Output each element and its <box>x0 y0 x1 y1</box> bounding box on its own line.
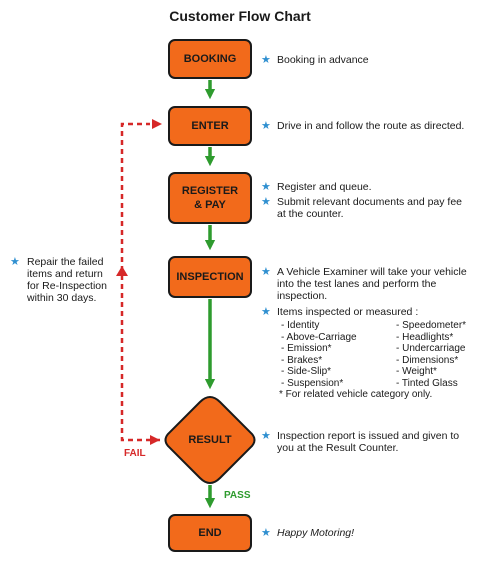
list-item: - Side-Slip* <box>281 366 332 377</box>
fail-arrow-up <box>116 266 128 276</box>
star-icon: ★ <box>261 181 271 193</box>
star-icon: ★ <box>261 196 271 208</box>
register-label-line2: & PAY <box>194 199 226 211</box>
result-diamond <box>164 395 256 485</box>
inspected-items-left: - Identity - Above-Carriage - Emission* … <box>281 320 357 389</box>
list-item: - Undercarriage <box>396 343 466 354</box>
booking-label: BOOKING <box>183 53 237 65</box>
list-item: - Identity <box>281 320 320 331</box>
footnote: * For related vehicle category only. <box>279 389 433 400</box>
register-box <box>168 172 252 224</box>
inspection-note-1a: A Vehicle Examiner will take your vehicl… <box>277 266 467 278</box>
star-icon: ★ <box>261 306 271 318</box>
page-title: Customer Flow Chart <box>169 8 311 24</box>
list-item: - Emission* <box>281 343 332 354</box>
list-item: - Weight* <box>396 366 437 377</box>
register-note-1: Register and queue. <box>277 181 372 193</box>
star-icon: ★ <box>261 54 271 66</box>
star-icon: ★ <box>261 120 271 132</box>
result-label: RESULT <box>188 434 232 446</box>
fail-label: FAIL <box>124 448 146 459</box>
inspection-note-2: Items inspected or measured : <box>277 306 419 318</box>
end-box <box>168 514 252 552</box>
repair-note-b: items and return <box>27 268 103 280</box>
enter-label: ENTER <box>191 120 229 132</box>
list-item: - Suspension* <box>281 377 344 389</box>
inspected-items-right: - Speedometer* - Headlights* - Undercarr… <box>396 320 466 389</box>
repair-note-d: within 30 days. <box>27 292 97 304</box>
list-item: - Above-Carriage <box>281 331 357 343</box>
pass-label: PASS <box>224 490 251 501</box>
list-item: - Tinted Glass <box>396 377 458 389</box>
enter-box <box>168 106 252 146</box>
star-icon: ★ <box>261 430 271 442</box>
booking-box <box>168 39 252 79</box>
booking-note: Booking in advance <box>277 54 369 66</box>
result-note-a: Inspection report is issued and given to <box>277 430 460 442</box>
end-note: Happy Motoring! <box>277 527 355 539</box>
fail-loop-line <box>120 122 160 442</box>
list-item: - Dimensions* <box>396 354 459 366</box>
end-label: END <box>198 527 222 539</box>
list-item: - Speedometer* <box>396 320 467 331</box>
list-item: - Headlights* <box>396 331 454 343</box>
fail-arrow-to-enter <box>152 119 162 129</box>
star-icon: ★ <box>10 256 20 268</box>
enter-note: Drive in and follow the route as directe… <box>277 120 465 132</box>
inspection-label: INSPECTION <box>176 271 244 283</box>
list-item: - Brakes* <box>281 354 323 366</box>
result-note-b: you at the Result Counter. <box>277 442 399 454</box>
star-icon: ★ <box>261 527 271 539</box>
inspection-box <box>168 256 252 298</box>
register-label-line1: REGISTER <box>181 185 239 197</box>
register-note-2b: at the counter. <box>277 208 344 220</box>
fail-arrow-from-result <box>150 435 160 445</box>
inspection-note-1b: into the test lanes and perform the <box>277 278 437 290</box>
inspection-note-1c: inspection. <box>277 290 328 302</box>
register-note-2a: Submit relevant documents and pay fee <box>277 196 463 208</box>
star-icon: ★ <box>261 266 271 278</box>
repair-note-a: Repair the failed <box>27 256 104 268</box>
repair-note-c: for Re-Inspection <box>27 280 107 292</box>
